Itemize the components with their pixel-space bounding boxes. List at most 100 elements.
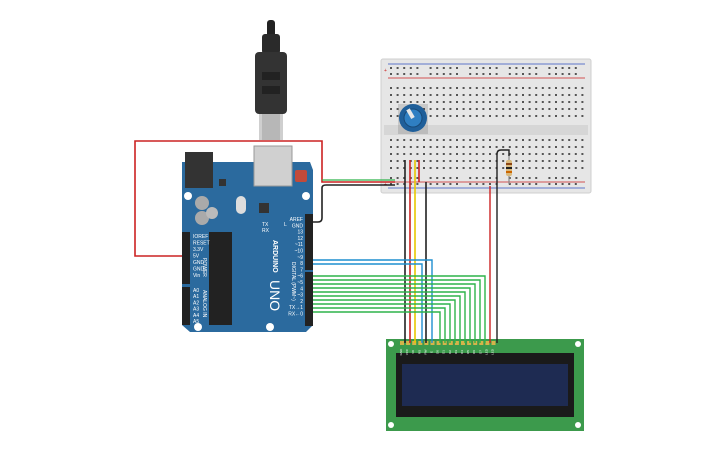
breadboard-hole: [482, 146, 485, 148]
breadboard-hole: [508, 87, 511, 89]
breadboard-hole: [442, 160, 445, 162]
breadboard-hole: [495, 67, 498, 69]
breadboard-hole: [449, 160, 452, 162]
breadboard-hole: [396, 153, 399, 155]
breadboard-hole: [515, 94, 518, 96]
breadboard-hole: [541, 115, 544, 117]
header-pin-label: A4: [193, 313, 199, 319]
breadboard-hole: [574, 167, 577, 169]
analog-header-title: ANALOG IN: [201, 290, 207, 318]
breadboard: + +: [380, 58, 592, 194]
breadboard-hole: [522, 153, 524, 155]
breadboard-hole: [561, 139, 564, 141]
breadboard-hole: [482, 87, 485, 89]
breadboard-hole: [416, 167, 419, 169]
lcd-pin-label: D5: [466, 350, 470, 354]
breadboard-hole: [429, 87, 432, 89]
breadboard-hole: [508, 73, 511, 75]
breadboard-hole: [423, 146, 425, 148]
breadboard-hole: [469, 73, 472, 75]
breadboard-hole: [469, 139, 472, 141]
lcd-pin-label: VCC: [405, 348, 409, 355]
breadboard-hole: [469, 94, 472, 96]
breadboard-hole: [541, 160, 544, 162]
breadboard-hole: [548, 94, 551, 96]
breadboard-hole: [449, 167, 452, 169]
breadboard-hole: [535, 153, 538, 155]
breadboard-hole: [390, 108, 392, 110]
breadboard-hole: [508, 153, 511, 155]
breadboard-hole: [482, 101, 485, 103]
breadboard-hole: [502, 101, 505, 103]
breadboard-hole: [535, 139, 538, 141]
breadboard-hole: [574, 183, 577, 185]
header-pin-label: 12: [297, 236, 303, 242]
lcd-pin-label: D1: [442, 350, 446, 354]
tx-led-label: TX: [262, 222, 269, 228]
lcd-pin-label: D0: [436, 350, 440, 354]
breadboard-hole: [508, 115, 511, 117]
breadboard-hole: [568, 87, 571, 89]
breadboard-hole: [489, 183, 491, 185]
breadboard-hole: [495, 115, 498, 117]
breadboard-hole: [568, 101, 571, 103]
mounting-hole: [194, 323, 202, 331]
breadboard-hole: [442, 87, 445, 89]
lcd-pin: [479, 341, 484, 345]
breadboard-hole: [436, 167, 439, 169]
breadboard-hole: [475, 94, 478, 96]
breadboard-hole: [489, 108, 491, 110]
breadboard-hole: [522, 139, 524, 141]
breadboard-hole: [449, 87, 452, 89]
breadboard-hole: [423, 167, 425, 169]
breadboard-hole: [581, 146, 584, 148]
digital-header-lower: [305, 272, 313, 326]
breadboard-hole: [548, 67, 551, 69]
breadboard-hole: [555, 115, 557, 117]
breadboard-hole: [482, 177, 485, 179]
breadboard-hole: [390, 67, 392, 69]
breadboard-hole: [403, 94, 406, 96]
breadboard-hole: [495, 73, 498, 75]
breadboard-hole: [568, 115, 571, 117]
breadboard-hole: [396, 101, 399, 103]
breadboard-hole: [568, 167, 571, 169]
breadboard-hole: [469, 67, 472, 69]
breadboard-hole: [574, 177, 577, 179]
mounting-hole: [266, 323, 274, 331]
usb-port: [253, 145, 293, 187]
breadboard-hole: [522, 108, 524, 110]
breadboard-hole: [528, 101, 531, 103]
breadboard-hole: [396, 139, 399, 141]
reset-button[interactable]: [295, 170, 307, 182]
header-pin-label: 4: [300, 286, 303, 292]
wire-5v: [134, 140, 395, 257]
breadboard-hole: [482, 108, 485, 110]
breadboard-hole: [515, 67, 518, 69]
breadboard-hole: [436, 87, 439, 89]
breadboard-hole: [416, 177, 419, 179]
breadboard-hole: [429, 115, 432, 117]
breadboard-hole: [416, 153, 419, 155]
lcd-pin: [467, 341, 472, 345]
breadboard-hole: [489, 94, 491, 96]
breadboard-hole: [462, 146, 465, 148]
breadboard-hole: [528, 94, 531, 96]
breadboard-hole: [423, 160, 425, 162]
power-header: [182, 232, 190, 284]
breadboard-hole: [535, 73, 538, 75]
breadboard-hole: [442, 183, 445, 185]
breadboard-hole: [442, 67, 445, 69]
breadboard-hole: [522, 87, 524, 89]
breadboard-hole: [462, 108, 465, 110]
breadboard-hole: [409, 73, 412, 75]
breadboard-hole: [555, 146, 557, 148]
breadboard-hole: [555, 87, 557, 89]
breadboard-hole: [475, 153, 478, 155]
breadboard-hole: [409, 94, 412, 96]
breadboard-hole: [409, 67, 412, 69]
breadboard-hole: [508, 177, 511, 179]
breadboard-hole: [568, 146, 571, 148]
breadboard-hole: [489, 167, 491, 169]
breadboard-hole: [561, 115, 564, 117]
